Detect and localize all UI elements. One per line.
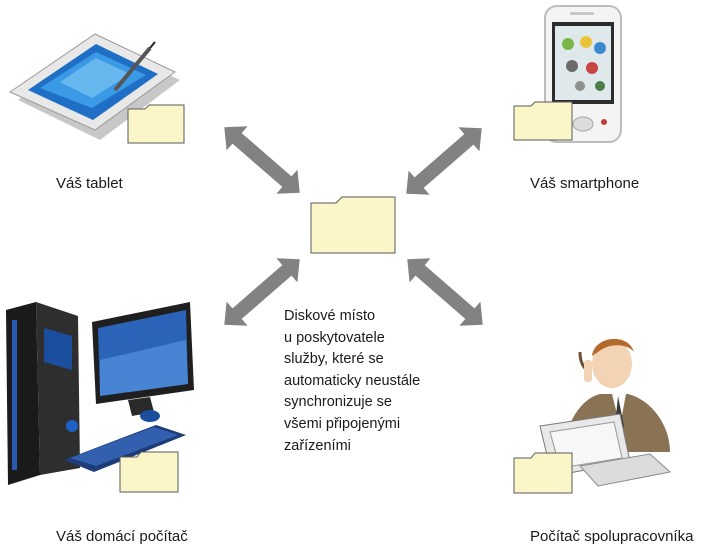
center-description-line: všemi připojenými xyxy=(284,415,401,432)
center-description-line: automaticky neustále xyxy=(284,372,421,389)
center-description-line: Diskové místo xyxy=(284,308,376,324)
folder-icon-smartphone xyxy=(513,101,573,141)
arrow-coworker-center xyxy=(407,258,483,326)
folder-icon-center xyxy=(310,196,396,254)
center-description: Diskové místo u poskytovatele služby, kt… xyxy=(284,306,434,457)
folder-icon-coworker xyxy=(513,452,573,494)
label-tablet: Váš tablet xyxy=(56,175,123,192)
center-description-line: služby, které se xyxy=(284,351,384,368)
label-coworker-pc: Počítač spolupracovníka xyxy=(530,528,694,545)
center-description-line: zařízeními xyxy=(284,437,351,454)
center-description-line: u poskytovatele xyxy=(284,329,385,346)
desktop-computer-icon xyxy=(6,302,194,485)
arrow-tablet-center xyxy=(224,126,300,194)
folder-icon-home-pc xyxy=(119,451,179,493)
label-home-pc: Váš domácí počítač xyxy=(56,528,188,545)
arrow-smartphone-center xyxy=(406,127,482,195)
folder-icon-tablet xyxy=(127,104,185,144)
label-smartphone: Váš smartphone xyxy=(530,175,640,192)
arrow-homepc-center xyxy=(224,258,300,326)
tablet-icon xyxy=(8,33,180,140)
center-description-line: synchronizuje se xyxy=(284,394,392,411)
